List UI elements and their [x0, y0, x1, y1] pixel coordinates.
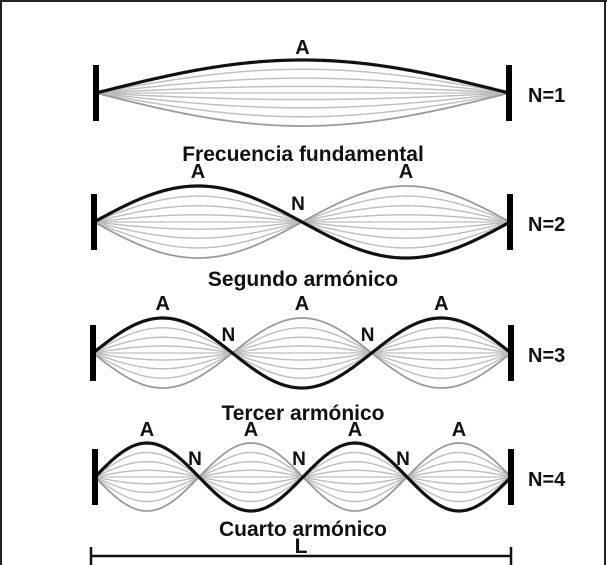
antinode-label: A	[399, 161, 413, 183]
node-label: N	[396, 449, 410, 470]
antinode-label: A	[295, 37, 309, 59]
wave-faint-curve	[92, 345, 512, 361]
harmonic-number-label: N=1	[528, 85, 565, 107]
node-label: N	[188, 449, 202, 470]
antinode-label: A	[348, 419, 362, 441]
harmonic-caption: Tercer armónico	[221, 402, 384, 425]
wave-faint-curve	[95, 92, 510, 118]
wave-main-curve	[92, 316, 512, 390]
wave-main-curve	[93, 441, 513, 513]
wave-faint-curve	[95, 92, 510, 109]
wave-faint-curve	[92, 345, 512, 361]
node-label: N	[221, 325, 235, 346]
length-bar: L	[89, 535, 513, 565]
antinode-label: A	[155, 293, 169, 315]
wave-faint-curve	[95, 77, 510, 94]
wave-faint-curve	[92, 336, 512, 370]
wave-faint-curve	[95, 85, 510, 94]
antinode-label: A	[434, 293, 448, 315]
wave-main-curve	[95, 58, 510, 95]
wave-faint-curve	[95, 92, 510, 101]
antinode-label: A	[191, 161, 205, 183]
length-label: L	[295, 535, 308, 558]
node-label: N	[361, 325, 375, 346]
wave-faint-curve	[92, 336, 512, 370]
wave-mirror-curve	[95, 92, 510, 127]
harmonic-number-label: N=4	[528, 469, 566, 491]
antinode-label: A	[295, 293, 309, 315]
harmonic-number-label: N=2	[528, 214, 565, 236]
antinode-label: A	[140, 419, 154, 441]
wave-mirror-curve	[92, 317, 512, 389]
harmonic-number-label: N=3	[528, 345, 565, 367]
antinode-label: A	[452, 419, 466, 441]
node-label: N	[291, 194, 305, 215]
node-label: N	[292, 449, 306, 470]
wave-faint-curve	[95, 68, 510, 94]
harmonic-caption: Segundo armónico	[208, 268, 398, 291]
wave-faint-curve	[92, 327, 512, 379]
harmonic-caption: Frecuencia fundamental	[182, 143, 424, 166]
wave-faint-curve	[92, 327, 512, 379]
antinode-label: A	[244, 419, 258, 441]
harmonic-caption: Cuarto armónico	[219, 518, 387, 541]
wave-main-curve	[93, 184, 511, 260]
